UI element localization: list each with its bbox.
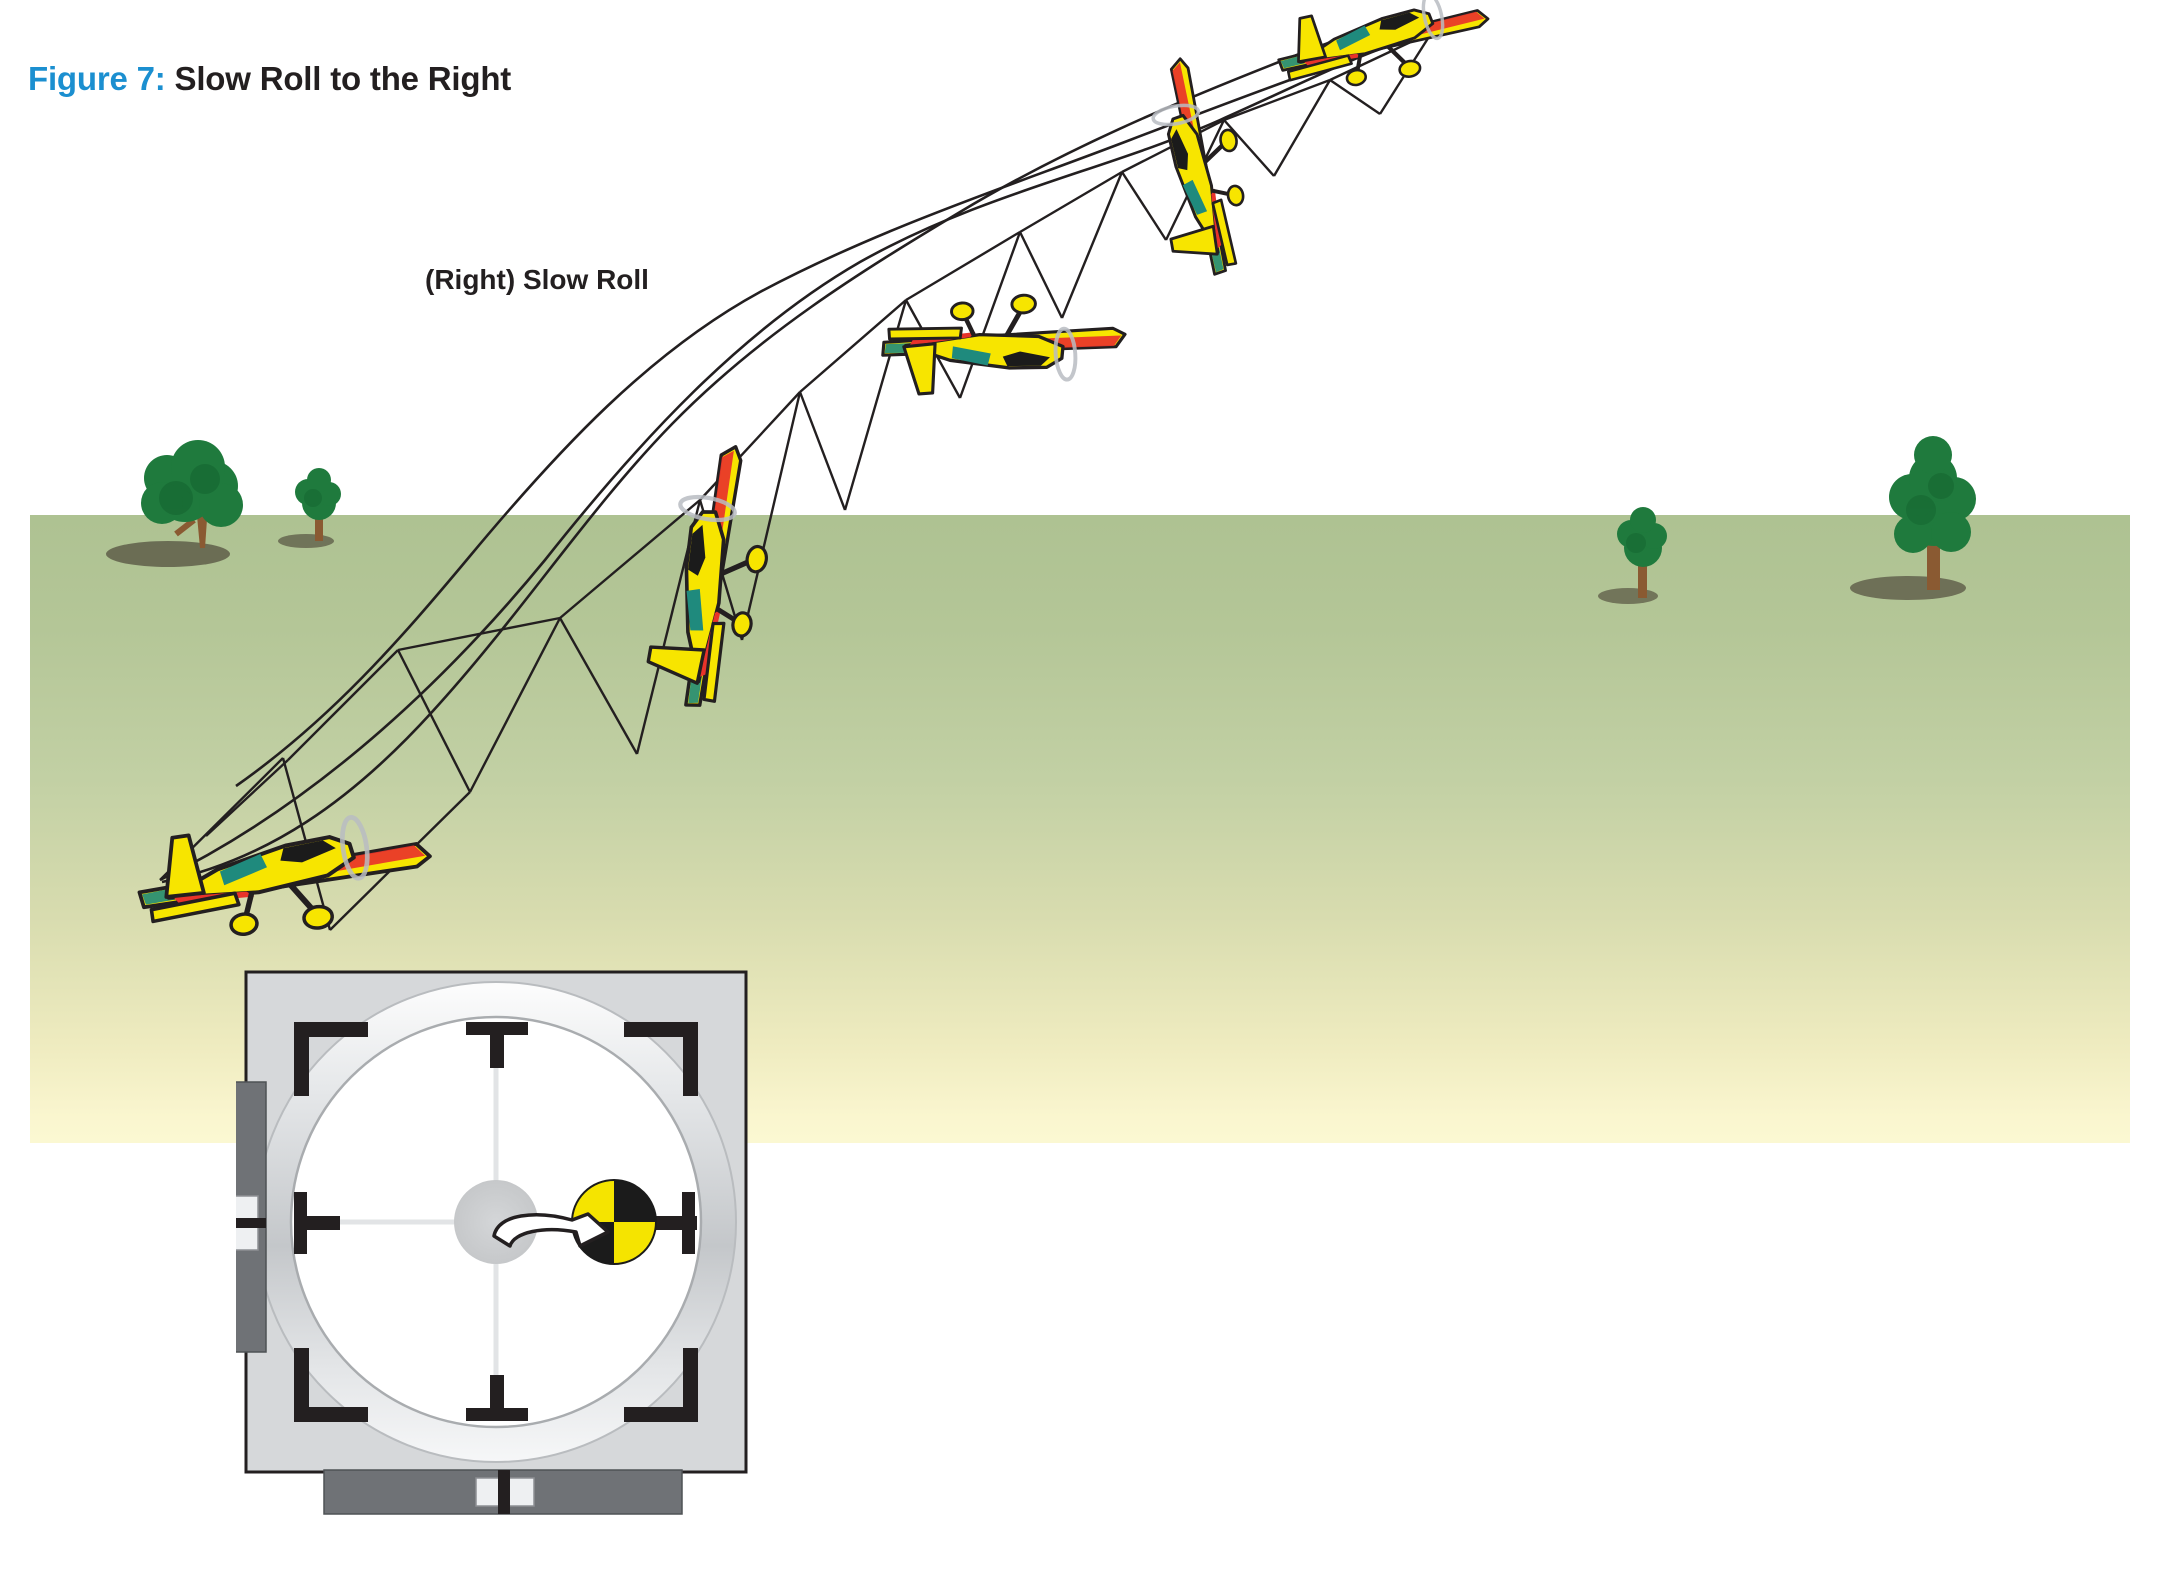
ribbon-rungs xyxy=(159,30,1434,931)
control-stick-position-indicator[interactable] xyxy=(221,964,806,1564)
figure-number: Figure 7: xyxy=(28,60,166,97)
tree-right-large xyxy=(1850,436,1976,600)
limit-marks xyxy=(294,1022,697,1421)
right-aileron-arrow-icon xyxy=(492,1212,610,1248)
tree-right-small xyxy=(1598,507,1667,604)
elevator-trim-slider[interactable] xyxy=(221,1081,267,1353)
aircraft-5-upright-exit xyxy=(1271,0,1496,103)
ribbon-edge-upper xyxy=(159,30,1433,882)
ribbon-edge-lower xyxy=(161,25,1433,884)
aircraft-2-knife-edge-left xyxy=(642,438,785,714)
ribbon-edge-inner xyxy=(235,30,1433,788)
aircraft-4-knife-edge-right xyxy=(1140,52,1258,281)
flight-path-ribbon xyxy=(159,25,1434,931)
aircraft-3-inverted xyxy=(879,288,1128,396)
tree-left-small xyxy=(278,468,341,548)
tree-left-large xyxy=(106,440,243,567)
aileron-trim-slider[interactable] xyxy=(323,1469,683,1515)
corner-brackets xyxy=(294,1022,698,1422)
figure-title: Slow Roll to the Right xyxy=(174,60,512,97)
neutral-position-hub xyxy=(454,1180,538,1264)
figure-caption: Figure 7: Slow Roll to the Right xyxy=(28,60,511,98)
aircraft-1-upright-entry xyxy=(133,803,438,952)
maneuver-label: (Right) Slow Roll xyxy=(425,264,649,295)
